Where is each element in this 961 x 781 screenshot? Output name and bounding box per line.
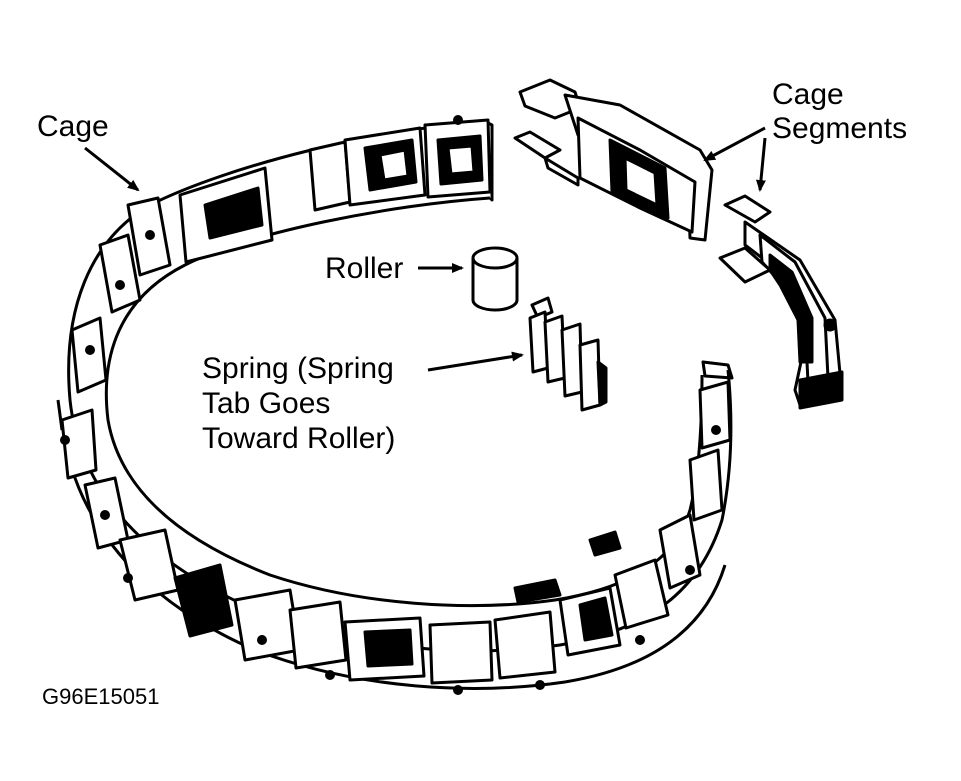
segments-arrow-2 bbox=[755, 137, 767, 192]
roller bbox=[471, 246, 519, 312]
cage-arrow bbox=[84, 146, 140, 192]
cage-knobs bbox=[60, 115, 721, 695]
cage-label: Cage bbox=[37, 110, 109, 143]
cage-segment-lower bbox=[718, 194, 844, 410]
cage-segments-label-line1: Cage bbox=[772, 78, 844, 111]
roller-label: Roller bbox=[325, 252, 404, 285]
spring-arrow bbox=[427, 351, 524, 372]
figure-code: G96E15051 bbox=[42, 684, 160, 709]
cage-windows bbox=[60, 118, 732, 685]
cage-segments-label-line2: Segments bbox=[772, 112, 908, 145]
spring-label-line3: Toward Roller) bbox=[202, 422, 396, 455]
spring bbox=[528, 296, 608, 412]
cage-segment-upper bbox=[513, 78, 714, 242]
spring-label-line1: Spring (Spring bbox=[202, 352, 394, 385]
leader-arrows bbox=[84, 126, 767, 372]
segments-arrow-1 bbox=[703, 126, 766, 162]
spring-label-line2: Tab Goes bbox=[202, 387, 331, 420]
